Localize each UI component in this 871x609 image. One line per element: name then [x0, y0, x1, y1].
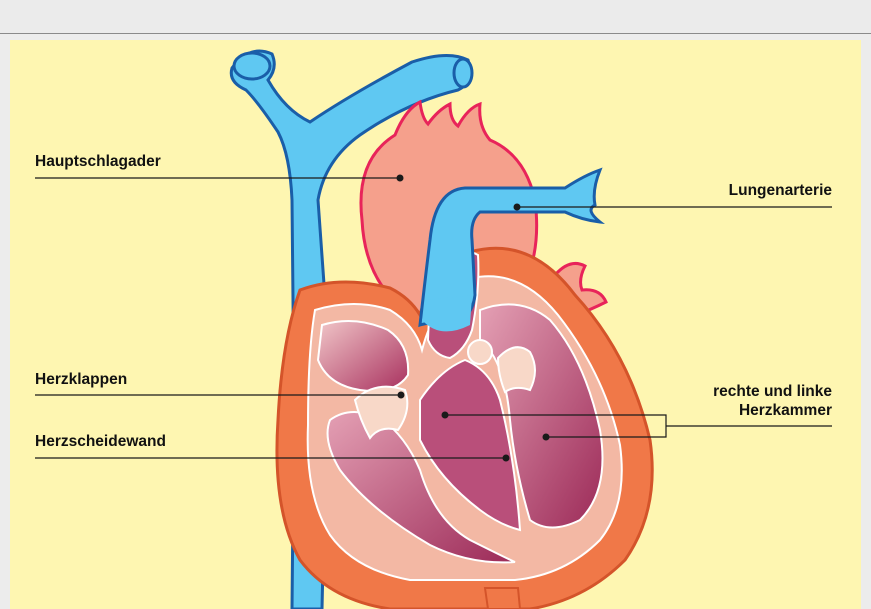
- label-pulmonary-artery: Lungenarterie: [729, 181, 832, 200]
- top-bar: [0, 0, 871, 34]
- label-valves: Herzklappen: [35, 370, 127, 389]
- vena-cava-top-opening: [234, 53, 270, 79]
- leader-dot-pulmonary: [514, 204, 521, 211]
- diagram-panel: Hauptschlagader Lungenarterie Herzklappe…: [10, 40, 861, 609]
- vena-cava-right-opening: [454, 59, 472, 87]
- leader-dot-aorta: [397, 175, 404, 182]
- heart-illustration: [10, 40, 861, 609]
- leader-dot-valves: [398, 392, 405, 399]
- inferior-vena-cava: [485, 588, 520, 609]
- leader-dot-chamber-right: [543, 434, 550, 441]
- valve-aortic: [468, 340, 492, 364]
- leader-dot-chamber-left: [442, 412, 449, 419]
- leader-dot-septum: [503, 455, 510, 462]
- label-chambers-line1: rechte und linke: [713, 382, 832, 401]
- label-chambers-line2: Herzkammer: [739, 401, 832, 420]
- label-aorta: Hauptschlagader: [35, 152, 161, 171]
- label-septum: Herzscheidewand: [35, 432, 166, 451]
- pulmonary-artery-stem: [422, 295, 472, 331]
- valve-mitral: [498, 347, 535, 392]
